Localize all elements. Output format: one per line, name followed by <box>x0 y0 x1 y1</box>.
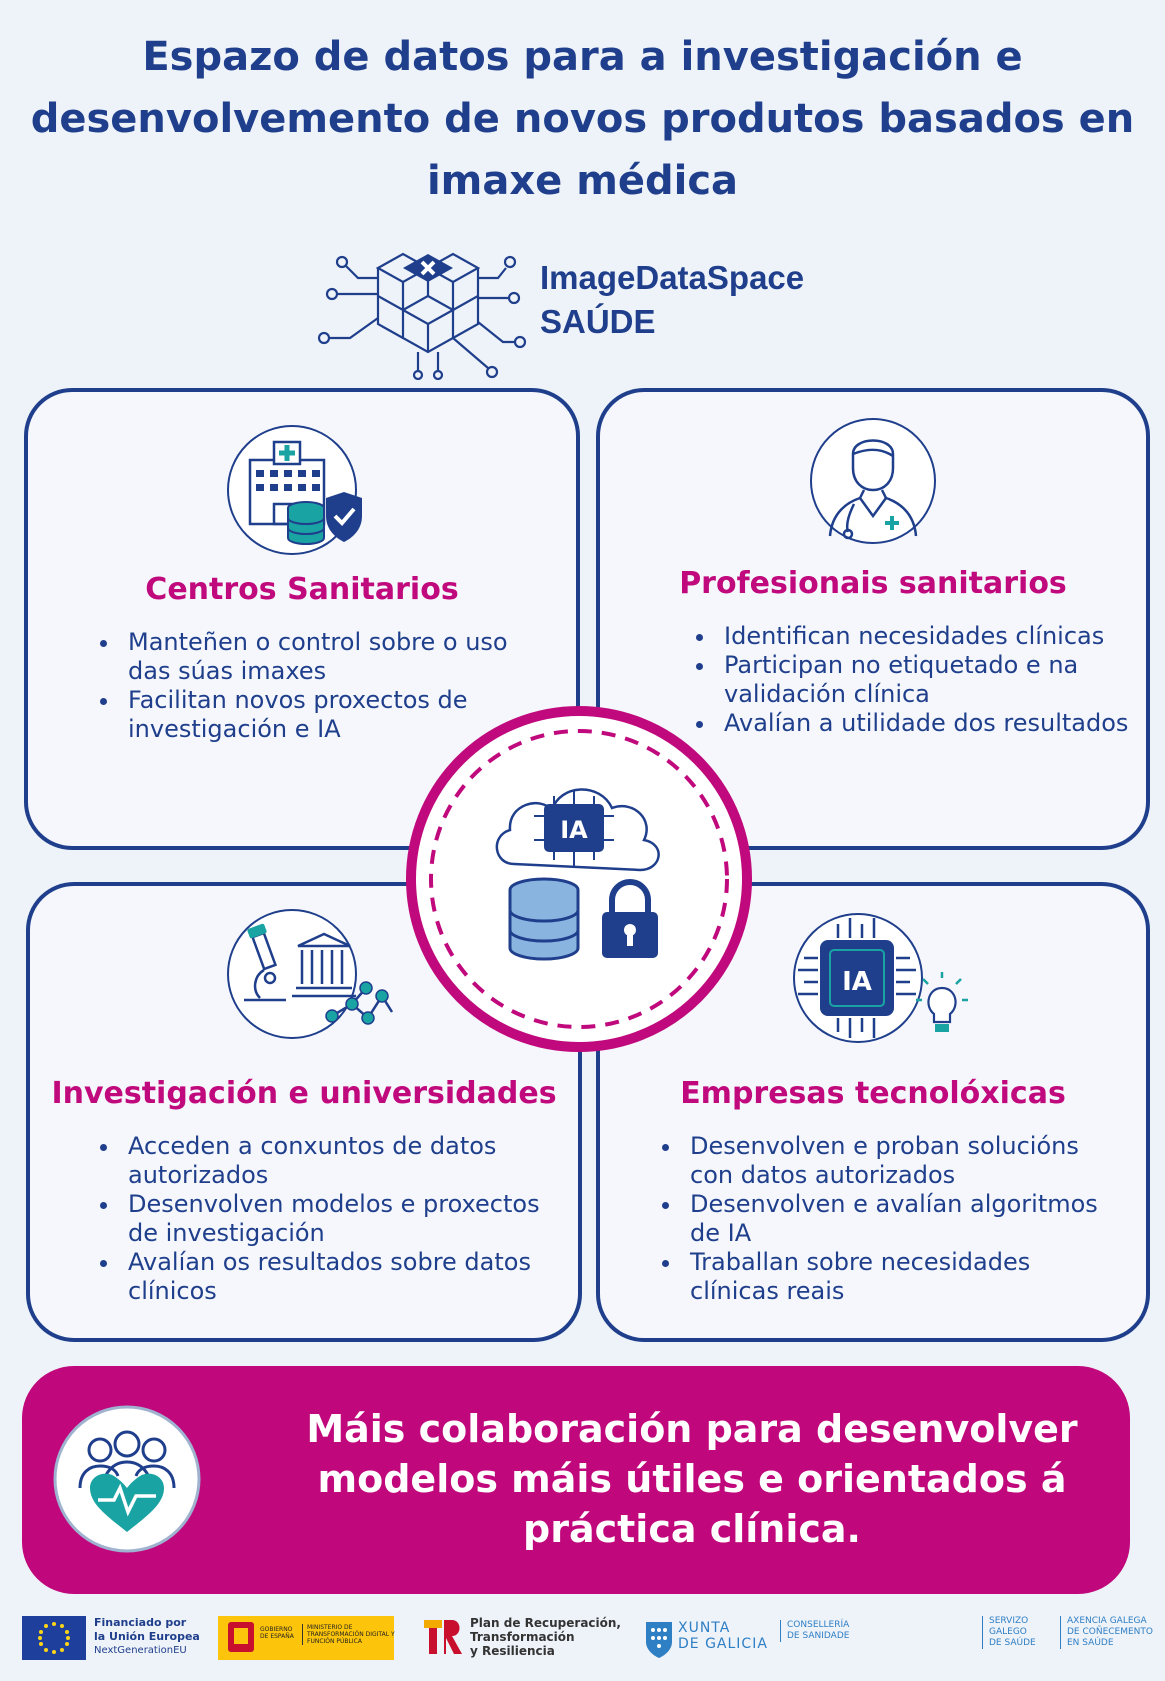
card-centros-sanitarios: Centros Sanitarios Manteñen o control so… <box>24 388 580 850</box>
plan-line1: Plan de Recuperación, <box>470 1616 621 1630</box>
eu-line3: NextGenerationEU <box>94 1645 187 1656</box>
ai-cloud-database-lock-icon: IA <box>495 788 660 961</box>
sergas-logo: SERVIZO GALEGO DE SAÚDE <box>982 1616 1036 1649</box>
card-heading: Centros Sanitarios <box>145 572 459 607</box>
axencia-line1: AXENCIA GALEGA <box>1067 1616 1147 1626</box>
plan-line2: Transformación <box>470 1630 575 1644</box>
list-item: Acceden a conxuntos de datos autorizados <box>94 1132 554 1190</box>
list-item: Desenvolven e proban solucións con datos… <box>656 1132 1126 1190</box>
xunta-dept2: DE SANIDADE <box>787 1631 850 1641</box>
imagedataspace-logo: ImageDataSpace SAÚDE <box>318 238 838 380</box>
hospital-shield-icon <box>227 425 362 555</box>
logo-line2: SAÚDE <box>540 303 656 340</box>
cube-network-icon <box>318 252 527 380</box>
gobierno-right: MINISTERIO DE TRANSFORMACIÓN DIGITAL Y F… <box>302 1624 395 1645</box>
gobierno-left: GOBIERNO DE ESPAÑA <box>260 1626 294 1640</box>
xunta-line2: DE GALICIA <box>678 1636 768 1652</box>
tr-logo-icon <box>424 1620 462 1654</box>
list-item: Desenvolven e avalían algoritmos de IA <box>656 1190 1126 1248</box>
sergas-line2: GALEGO <box>989 1627 1027 1637</box>
card-heading: Empresas tecnolóxicas <box>680 1076 1066 1111</box>
list-item: Participan no etiquetado e na validación… <box>690 651 1130 709</box>
page-title: Espazo de datos para a investigación e d… <box>30 34 1135 204</box>
axencia-line2: DE COÑECEMENTO <box>1067 1627 1154 1637</box>
axencia-logo: AXENCIA GALEGA DE COÑECEMENTO EN SAÚDE <box>1060 1616 1153 1649</box>
footer-logos: Financiado por la Unión Europea NextGene… <box>0 1610 1165 1670</box>
eu-line2: la Unión Europea <box>94 1630 200 1643</box>
xunta-line1: XUNTA <box>678 1620 731 1636</box>
xunta-logo: XUNTA DE GALICIA CONSELLERÍA DE SANIDADE <box>644 1616 874 1660</box>
axencia-line3: EN SAÚDE <box>1067 1638 1114 1648</box>
center-label: IA <box>560 816 588 844</box>
eu-flag-icon <box>22 1616 86 1660</box>
galicia-shield-icon <box>646 1622 672 1658</box>
card-heading: Investigación e universidades <box>51 1076 557 1111</box>
sergas-line3: DE SAÚDE <box>989 1638 1036 1648</box>
ai-chip-icon: IA <box>793 913 968 1043</box>
microscope-university-icon <box>227 909 394 1039</box>
center-ai-badge: IA <box>406 706 752 1052</box>
list-item: Desenvolven modelos e proxectos de inves… <box>94 1190 554 1248</box>
sergas-line1: SERVIZO <box>989 1616 1029 1626</box>
team-heart-icon <box>53 1405 201 1553</box>
list-item: Avalían os resultados sobre datos clínic… <box>94 1248 554 1306</box>
spain-shield-icon <box>228 1622 254 1652</box>
xunta-dept1: CONSELLERÍA <box>787 1620 850 1630</box>
collaboration-banner: Máis colaboración para desenvolver model… <box>22 1366 1130 1594</box>
card-heading: Profesionais sanitarios <box>679 566 1067 601</box>
doctor-icon <box>810 418 936 544</box>
banner-text: Máis colaboración para desenvolver model… <box>306 1407 1078 1551</box>
gobierno-logo: GOBIERNO DE ESPAÑA MINISTERIO DE TRANSFO… <box>218 1616 395 1660</box>
list-item: Manteñen o control sobre o uso das súas … <box>94 628 524 686</box>
list-item: Avalían a utilidade dos resultados <box>690 709 1130 738</box>
list-item: Facilitan novos proxectos de investigaci… <box>94 686 524 744</box>
list-item: Traballan sobre necesidades clínicas rea… <box>656 1248 1126 1306</box>
list-item: Identifican necesidades clínicas <box>690 622 1130 651</box>
plan-line3: y Resiliencia <box>470 1644 555 1658</box>
eu-line1: Financiado por <box>94 1616 187 1629</box>
logo-line1: ImageDataSpace <box>540 259 805 296</box>
chip-label: IA <box>842 967 872 997</box>
